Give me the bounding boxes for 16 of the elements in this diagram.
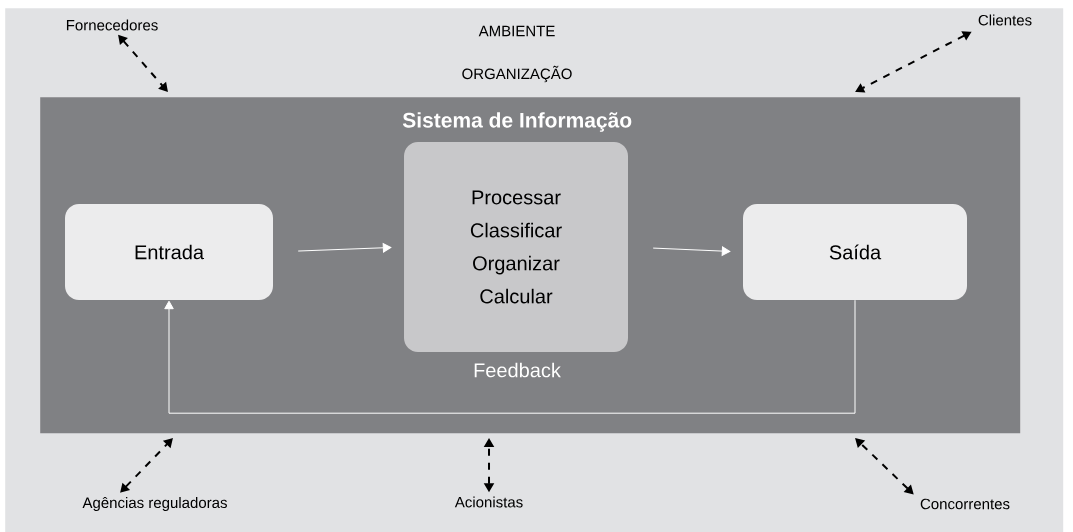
environment-heading: AMBIENTE bbox=[478, 25, 555, 37]
stakeholder-label: Fornecedores bbox=[66, 19, 158, 31]
arrow bbox=[652, 246, 731, 256]
process-box: Entrada bbox=[65, 204, 273, 300]
stakeholder-label: Acionistas bbox=[454, 496, 523, 508]
stakeholder-label: Agências reguladoras bbox=[82, 497, 227, 511]
process-box: Saída bbox=[743, 204, 967, 300]
arrow bbox=[164, 299, 856, 414]
stakeholder-label: Clientes bbox=[978, 14, 1032, 26]
arrow bbox=[855, 438, 914, 495]
system-heading: Sistema de Informação bbox=[402, 112, 632, 132]
arrow bbox=[120, 438, 173, 493]
stakeholder-label: Concorrentes bbox=[920, 498, 1010, 510]
process-box: Processar Classificar Organizar Calcular bbox=[404, 142, 628, 352]
organization-label: ORGANIZAÇÃO bbox=[462, 65, 572, 83]
arrow bbox=[297, 243, 392, 253]
